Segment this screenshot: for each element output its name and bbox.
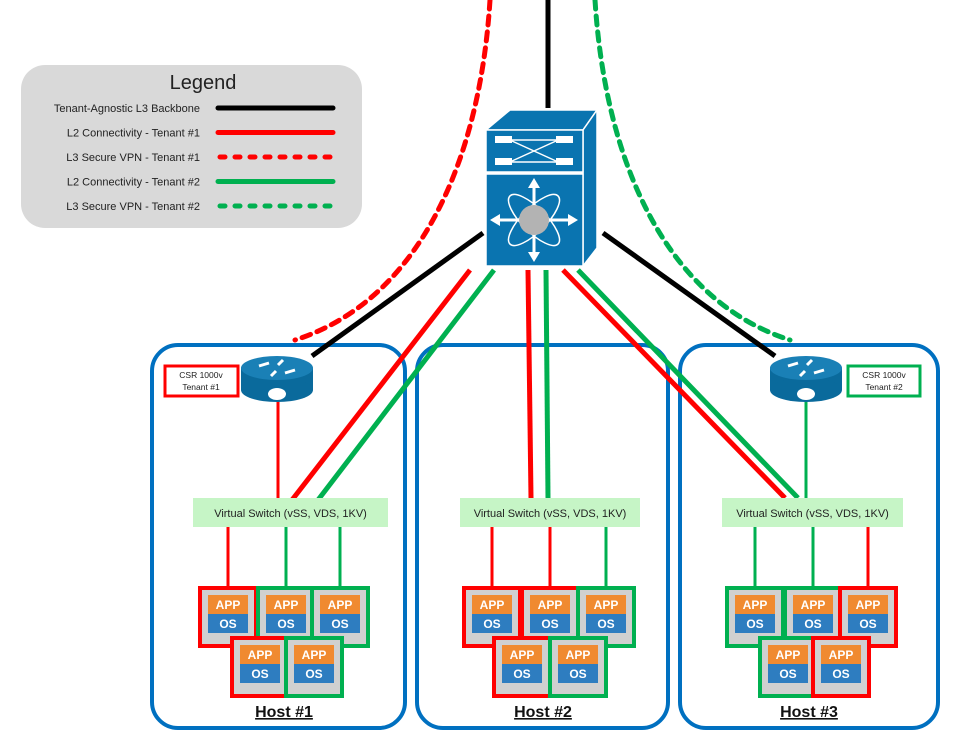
vm-app-label: APP <box>566 648 591 662</box>
vm-tenant1: APP OS <box>811 636 871 698</box>
csr-tenant: Tenant #2 <box>865 382 903 392</box>
vm-app-label: APP <box>248 648 273 662</box>
vpn-tenant2-link <box>592 0 793 343</box>
vm-os-label: OS <box>779 667 796 681</box>
virtual-switch <box>722 498 903 527</box>
vm-app-label: APP <box>510 648 535 662</box>
core-switch <box>483 107 599 269</box>
vm-os-label: OS <box>541 617 558 631</box>
vm-os-label: OS <box>832 667 849 681</box>
legend-label: L3 Secure VPN - Tenant #2 <box>66 201 200 213</box>
vm-tenant2: APP OS <box>284 636 344 698</box>
vm-os-label: OS <box>804 617 821 631</box>
legend-title: Legend <box>170 72 237 94</box>
vm-os-label: OS <box>277 617 294 631</box>
vm-tenant1: APP OS <box>230 636 290 698</box>
vm-tenant1: APP OS <box>492 636 552 698</box>
vm-os-label: OS <box>219 617 236 631</box>
vm-os-label: OS <box>597 617 614 631</box>
host-label: Host #1 <box>255 704 313 721</box>
l2-tenant1-host2 <box>525 269 534 499</box>
vm-app-label: APP <box>829 648 854 662</box>
vm-os-label: OS <box>513 667 530 681</box>
virtual-switch-label: Virtual Switch (vSS, VDS, 1KV) <box>736 508 889 520</box>
csr-label-tenant1: CSR 1000v Tenant #1 <box>163 364 240 398</box>
vm-app-label: APP <box>743 598 768 612</box>
l2-tenant2-host3 <box>576 268 800 500</box>
vm-app-label: APP <box>328 598 353 612</box>
vm-tenant2: APP OS <box>725 586 785 648</box>
vm-app-label: APP <box>274 598 299 612</box>
l2-tenant2-host1 <box>316 268 496 502</box>
host-boxes <box>150 343 940 730</box>
csr-name: CSR 1000v <box>179 370 223 380</box>
csr-tenant: Tenant #1 <box>182 382 220 392</box>
vm-os-label: OS <box>251 667 268 681</box>
vm-os-label: OS <box>483 617 500 631</box>
vm-app-label: APP <box>480 598 505 612</box>
host-3-box <box>678 343 940 730</box>
vm-app-label: APP <box>801 598 826 612</box>
vm-tenant2: APP OS <box>548 636 608 698</box>
host-label: Host #3 <box>780 704 838 721</box>
vm-os-label: OS <box>331 617 348 631</box>
vm-app-label: APP <box>302 648 327 662</box>
vm-app-label: APP <box>776 648 801 662</box>
host-1-box <box>150 343 407 730</box>
vpn-tenant1-link <box>292 0 493 343</box>
legend-label: L2 Connectivity - Tenant #2 <box>67 177 200 189</box>
backbone-link-router1 <box>310 230 485 359</box>
virtual-switch-label: Virtual Switch (vSS, VDS, 1KV) <box>214 508 367 520</box>
l2-tenant2-host2 <box>543 269 551 499</box>
virtual-switch <box>193 498 388 527</box>
backbone-link-router3 <box>601 230 777 359</box>
l2-tenant1-host1 <box>290 268 472 502</box>
virtual-switch-label: Virtual Switch (vSS, VDS, 1KV) <box>474 508 627 520</box>
host-2: Virtual Switch (vSS, VDS, 1KV) APP OS APP OS… <box>460 498 640 721</box>
vm-app-label: APP <box>594 598 619 612</box>
vm-app-label: APP <box>538 598 563 612</box>
vm-os-label: OS <box>859 617 876 631</box>
legend-label: L2 Connectivity - Tenant #1 <box>67 128 200 140</box>
virtual-switch <box>460 498 640 527</box>
host-2-box <box>415 343 670 730</box>
vm-tenant2: APP OS <box>758 636 818 698</box>
vm-os-label: OS <box>305 667 322 681</box>
csr-name: CSR 1000v <box>862 370 906 380</box>
vm-os-label: OS <box>569 667 586 681</box>
vm-app-label: APP <box>856 598 881 612</box>
host-label: Host #2 <box>514 704 572 721</box>
legend-label: Tenant-Agnostic L3 Backbone <box>54 103 200 115</box>
router-icon <box>770 356 842 402</box>
vm-tenant1: APP OS <box>198 586 258 648</box>
csr-label-tenant2: CSR 1000v Tenant #2 <box>846 364 922 398</box>
host-3: Virtual Switch (vSS, VDS, 1KV) APP OS APP OS… <box>722 498 903 721</box>
router-icon <box>241 356 313 402</box>
legend-label: L3 Secure VPN - Tenant #1 <box>66 152 200 164</box>
legend: Legend Tenant-Agnostic L3 Backbone L2 Con… <box>21 65 362 228</box>
vm-os-label: OS <box>746 617 763 631</box>
vm-app-label: APP <box>216 598 241 612</box>
l2-tenant1-host3 <box>561 268 787 500</box>
host-1: Virtual Switch (vSS, VDS, 1KV) APP OS APP OS… <box>193 498 388 721</box>
